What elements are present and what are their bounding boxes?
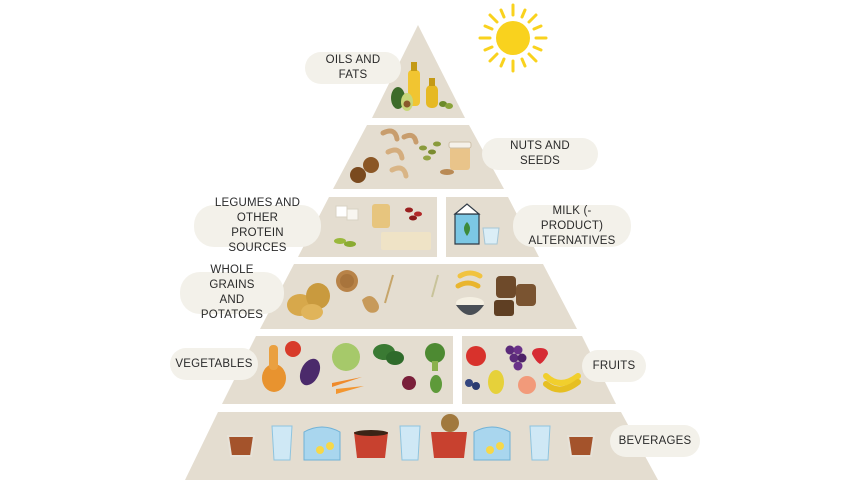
peanut-butter-jar-icon — [440, 141, 472, 175]
tea-cup-icon — [566, 435, 596, 457]
broccoli-icon — [425, 343, 445, 371]
label-legumes-line2: PROTEIN SOURCES — [228, 227, 287, 254]
tea-cup-icon — [226, 435, 256, 457]
banana-icon — [543, 373, 581, 393]
grapes-icon — [505, 345, 527, 371]
wheat-icon — [384, 274, 439, 304]
sun-icon — [478, 3, 548, 73]
label-whole-grains: WHOLE GRAINS AND POTATOES — [180, 264, 284, 321]
label-grains-line2: AND POTATOES — [200, 294, 264, 321]
tofu-icon — [335, 205, 359, 221]
tomato-icon — [285, 341, 301, 357]
carrot-icon — [332, 377, 364, 394]
label-fruits-text: FRUITS — [592, 359, 636, 372]
label-nuts-text: NUTS AND SEEDS — [510, 140, 570, 167]
ginger-icon — [362, 296, 379, 313]
label-vegetables-text: VEGETABLES — [175, 357, 253, 370]
avocado-icon — [391, 87, 413, 111]
olives-icon — [439, 101, 453, 109]
beetroot-icon — [402, 375, 442, 393]
water-glass-icon — [271, 425, 293, 461]
rye-bread-icon — [494, 276, 536, 316]
label-milk-line2: ALTERNATIVES — [528, 234, 616, 247]
cabbage-icon — [332, 343, 360, 371]
potato-icon — [287, 283, 330, 320]
label-oils-and-fats: OILS AND FATS — [305, 52, 401, 84]
label-milk-line1: MILK (-PRODUCT) — [540, 204, 604, 232]
tier-nuts — [333, 125, 504, 189]
water-glass-icon — [529, 425, 551, 461]
label-nuts-and-seeds: NUTS AND SEEDS — [482, 138, 598, 170]
label-grains-line1: WHOLE GRAINS — [209, 264, 255, 291]
pasta-icon — [455, 270, 483, 289]
water-glass-icon — [399, 425, 421, 461]
peach-icon — [518, 376, 536, 394]
rice-bowl-icon — [456, 297, 484, 315]
label-oils-text: OILS AND FATS — [325, 54, 381, 81]
coffee-mug-icon — [431, 414, 467, 458]
label-legumes-line1: LEGUMES AND OTHER — [214, 197, 301, 224]
eggplant-icon — [299, 358, 321, 386]
label-milk-alternatives: MILK (-PRODUCT) ALTERNATIVES — [513, 205, 631, 247]
water-jug-icon — [473, 426, 511, 461]
pumpkin-seeds-icon — [419, 141, 441, 161]
butternut-squash-icon — [262, 345, 286, 392]
apple-icon — [466, 346, 486, 366]
cashew-icon — [380, 128, 419, 179]
spinach-icon — [373, 344, 404, 365]
label-legumes: LEGUMES AND OTHER PROTEIN SOURCES — [194, 197, 321, 254]
label-vegetables: VEGETABLES — [170, 348, 258, 380]
label-fruits: FRUITS — [582, 350, 646, 382]
kidney-beans-icon — [405, 207, 422, 221]
water-jug-icon — [303, 426, 341, 461]
lentils-icon — [336, 270, 358, 292]
coffee-mug-icon — [354, 430, 388, 458]
walnut-icon — [350, 157, 379, 183]
pear-icon — [488, 370, 504, 394]
milk-carton-icon — [453, 203, 481, 245]
yogurt-cup-icon — [482, 227, 500, 245]
edamame-icon — [334, 238, 356, 247]
blueberries-icon — [465, 379, 480, 390]
strawberry-icon — [532, 348, 548, 364]
tempeh-icon — [372, 204, 431, 250]
label-beverages-text: BEVERAGES — [618, 434, 692, 447]
label-beverages: BEVERAGES — [610, 425, 700, 457]
